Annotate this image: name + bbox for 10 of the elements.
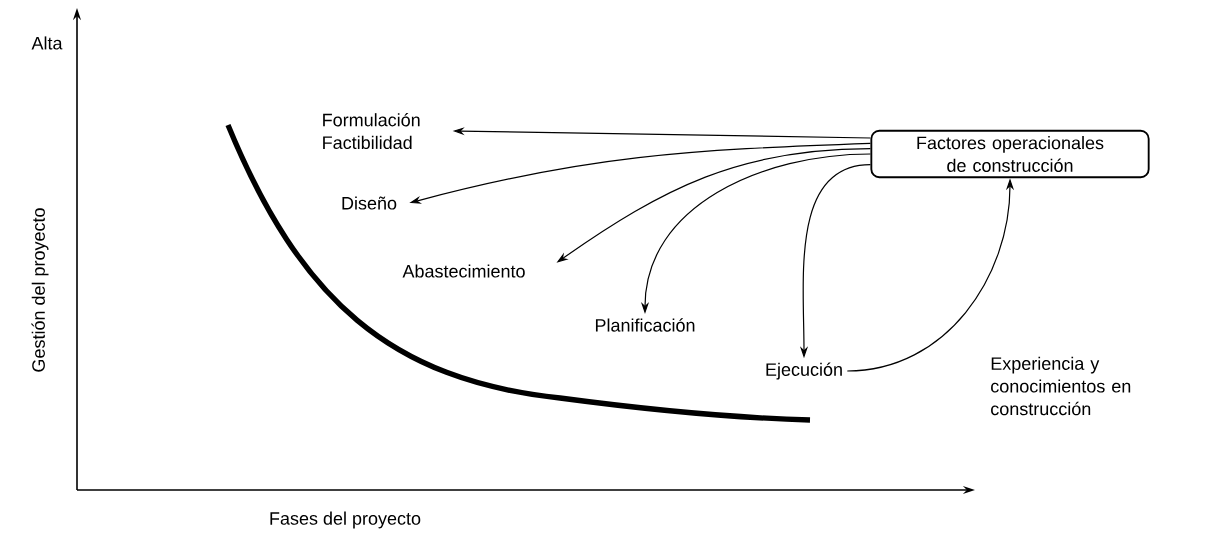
axis-label: Gestión del proyecto <box>31 208 49 372</box>
phase-label: Planificación <box>595 318 695 332</box>
phase-label: Diseño <box>342 196 397 210</box>
edge-label: Experiencia y conocimientos en construcción <box>991 356 1131 416</box>
process-box: Factores operacionales de construcción <box>870 129 1150 179</box>
phase-label: Ejecución <box>766 362 842 380</box>
phase-label: Formulación Factibilidad <box>323 112 420 150</box>
axis-label: Alta <box>31 36 63 50</box>
axis-label: Fases del proyecto <box>270 511 421 529</box>
phase-label: Abastecimiento <box>402 264 525 278</box>
